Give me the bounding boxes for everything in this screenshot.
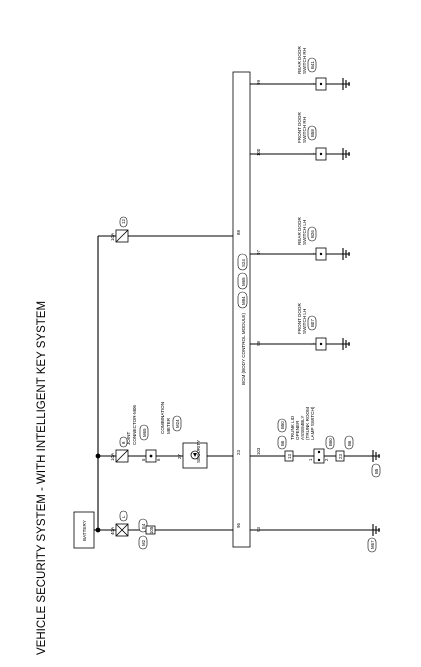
svg-text:10A: 10A (110, 232, 115, 241)
bcm-box (232, 71, 251, 548)
svg-text:B07: B07 (310, 319, 315, 327)
joint-connector: 5 6 JOINT CONNECTOR-M06 M65 (126, 405, 161, 463)
svg-text:ASSEMBLY: ASSEMBLY (300, 416, 305, 440)
battery-label: BATTERY (82, 520, 87, 541)
svg-text:SWITCH LH: SWITCH LH (302, 309, 307, 334)
svg-text:B26: B26 (310, 230, 315, 238)
svg-text:JOINT: JOINT (126, 432, 131, 445)
svg-text:27: 27 (177, 454, 182, 459)
svg-text:REAR DOOR: REAR DOOR (297, 216, 302, 245)
bcm-pin: 88 (236, 230, 241, 235)
svg-text:B41: B41 (310, 61, 315, 69)
svg-text:5: 5 (141, 458, 146, 461)
svg-text:M84: M84 (241, 296, 246, 305)
svg-text:S24: S24 (241, 259, 246, 267)
svg-text:1: 1 (310, 342, 315, 345)
combination-meter: SECURITY 27 COMBINATION METER M24 (160, 402, 208, 469)
bcm-label: BCM (BODY CONTROL MODULE) (241, 313, 246, 385)
front-door-switch-rh: 1 FRONT DOOR SWITCH RH B58 (297, 112, 327, 161)
svg-text:M67: M67 (370, 540, 375, 549)
svg-text:6: 6 (156, 458, 161, 461)
svg-text:OPENER: OPENER (295, 420, 300, 440)
svg-text:1: 1 (310, 82, 315, 85)
svg-text:40A: 40A (110, 526, 115, 535)
svg-text:LAMP SWITCH): LAMP SWITCH) (310, 406, 315, 440)
fuse-10a-right: 10A 12 (110, 216, 129, 243)
svg-text:L: L (121, 515, 126, 518)
svg-text:(TRUNK ROOM: (TRUNK ROOM (305, 407, 310, 440)
svg-text:SWITCH LH: SWITCH LH (302, 220, 307, 245)
svg-text:B6: B6 (347, 440, 352, 446)
rear-door-switch-lh: 1 REAR DOOR SWITCH LH B26 (297, 216, 327, 261)
svg-text:SWITCH RH: SWITCH RH (302, 48, 307, 74)
svg-text:COMBINATION: COMBINATION (160, 402, 165, 434)
svg-text:105: 105 (149, 526, 154, 534)
svg-text:M2: M2 (141, 539, 146, 546)
svg-text:METER: METER (166, 417, 171, 434)
bcm-pin: 100 (256, 148, 261, 156)
trunk-lid-switch: 1 2 TRUNK LID OPENER ASSEMBLY (TRUNK ROO… (290, 406, 354, 464)
svg-text:10A: 10A (110, 452, 115, 461)
svg-text:12: 12 (121, 219, 126, 224)
svg-text:2: 2 (324, 458, 329, 461)
svg-text:B50: B50 (280, 421, 285, 429)
svg-text:REAR DOOR: REAR DOOR (297, 45, 302, 74)
svg-text:M65: M65 (142, 428, 147, 437)
bcm-pin: 98 (256, 341, 261, 346)
svg-text:B5: B5 (374, 468, 379, 474)
svg-text:13: 13 (287, 454, 292, 459)
svg-text:1: 1 (310, 252, 315, 255)
trunk-connectors: B6 B50 13 (277, 418, 294, 462)
svg-text:1: 1 (308, 458, 313, 461)
bcm-pin: 96 (236, 523, 241, 528)
svg-text:B6: B6 (280, 440, 285, 446)
svg-text:SWITCH RH: SWITCH RH (302, 117, 307, 143)
bcm-pin: 103 (256, 447, 261, 455)
svg-text:1: 1 (310, 152, 315, 155)
bcm-pin: 23 (236, 450, 241, 455)
svg-text:FRONT DOOR: FRONT DOOR (297, 303, 302, 334)
diagram-title: VEHICLE SECURITY SYSTEM - WITH INTELLIGE… (36, 301, 48, 655)
svg-text:8: 8 (121, 441, 126, 444)
svg-text:23: 23 (338, 454, 343, 459)
svg-text:SECURITY: SECURITY (196, 440, 201, 463)
rear-door-switch-rh: 1 REAR DOOR SWITCH RH B41 (297, 45, 327, 91)
front-door-switch-lh: 1 FRONT DOOR SWITCH LH B07 (297, 303, 327, 351)
svg-text:FRONT DOOR: FRONT DOOR (297, 112, 302, 143)
bcm-conn-s24 (237, 253, 248, 271)
bcm-pin: 93 (256, 527, 261, 532)
svg-text:M65: M65 (241, 277, 246, 286)
bcm-pin: 99 (256, 80, 261, 85)
svg-text:CONNECTOR-M06: CONNECTOR-M06 (132, 405, 137, 445)
svg-text:TRUNK LID: TRUNK LID (290, 415, 295, 440)
svg-text:B58: B58 (310, 129, 315, 137)
bcm-pin: 97 (256, 250, 261, 255)
fuse-40a: 40A L (110, 510, 129, 537)
svg-text:E4: E4 (141, 523, 146, 529)
svg-text:B60: B60 (328, 438, 333, 446)
connector-e4-m2: E4 M2 105 (138, 518, 156, 550)
svg-text:M24: M24 (175, 419, 180, 428)
